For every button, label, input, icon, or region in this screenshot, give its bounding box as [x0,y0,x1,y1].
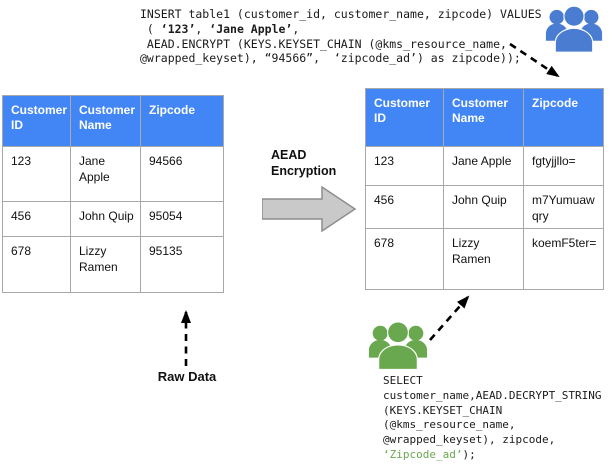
select-sql-line-4: (@kms_resource_name, [383,418,602,433]
sql-text: SELECT [383,374,423,387]
insert-sql-line-1: INSERT table1 (customer_id, customer_nam… [140,7,542,22]
table-cell: 123 [2,146,71,202]
table-cell: 123 [365,146,444,186]
table-cell: Lizzy Ramen [443,228,524,290]
column-header: Customer Name [70,95,141,147]
insert-sql-code: INSERT table1 (customer_id, customer_nam… [140,7,542,66]
users-glyph-blue [545,5,603,53]
insert-sql-line-4: @wrapped_keyset), “94566”, ‘zipcode_ad’)… [140,51,542,66]
raw-data-label: Raw Data [157,369,217,384]
column-header: Zipcode [140,95,224,147]
table-cell: Jane Apple [443,146,524,186]
sql-text: , [195,21,210,36]
insert-sql-line-3: AEAD.ENCRYPT (KEYS.KEYSET_CHAIN (@kms_re… [140,37,542,52]
sql-text: customer_name,AEAD.DECRYPT_STRING [383,388,602,402]
table-cell: 678 [365,228,444,290]
sql-literal-customer-id: ‘123’ [160,21,196,36]
table-cell: 95135 [140,236,224,293]
table-cell: John Quip [443,185,524,229]
table-header-row: Customer ID Customer Name Zipcode [365,88,604,147]
sql-text: INSERT table1 (customer_id, customer_nam… [140,7,542,21]
table-row: 123 Jane Apple fgtyjjllo= [365,146,604,186]
users-group-icon [368,321,428,371]
dashed-arrow-select-to-table [429,295,470,341]
sql-literal-zipcode-ad: ‘Zipcode_ad’ [383,447,463,461]
table-cell: John Quip [70,201,141,237]
table-row: 678 Lizzy Ramen 95135 [2,236,224,293]
table-cell: 94566 [140,146,224,202]
column-header: Customer ID [2,95,71,147]
table-cell: Jane Apple [70,146,141,202]
table-row: 123 Jane Apple 94566 [2,146,224,202]
table-cell: fgtyjjllo= [523,146,604,186]
table-cell: Lizzy Ramen [70,236,141,293]
table-cell: 678 [2,236,71,293]
table-header-row: Customer ID Customer Name Zipcode [2,95,224,147]
select-sql-line-5: @wrapped_keyset), zipcode, [383,433,602,448]
dashed-arrow-insert-to-encrypted-table [509,42,560,78]
sql-text: @wrapped_keyset), “94566”, ‘zipcode_ad’)… [140,51,521,66]
column-header: Customer Name [443,88,524,147]
column-header: Zipcode [523,88,604,147]
table-row: 456 John Quip m7Yumuawqry [365,185,604,229]
encrypted-data-table: Customer ID Customer Name Zipcode 123 Ja… [365,88,604,290]
sql-text: AEAD.ENCRYPT (KEYS.KEYSET_CHAIN (@kms_re… [140,36,507,51]
select-sql-line-6: ‘Zipcode_ad’); [383,448,602,463]
raw-data-table: Customer ID Customer Name Zipcode 123 Ja… [2,95,224,293]
select-sql-line-3: (KEYS.KEYSET_CHAIN [383,404,602,419]
sql-text: @wrapped_keyset), zipcode, [383,433,556,447]
table-row: 456 John Quip 95054 [2,201,224,237]
table-cell: m7Yumuawqry [523,185,604,229]
users-group-icon [545,5,603,53]
table-row: 678 Lizzy Ramen koemF5ter= [365,228,604,290]
users-glyph-green [368,321,428,371]
sql-literal-customer-name: ‘Jane Apple’ [209,21,293,36]
select-sql-code: SELECT customer_name,AEAD.DECRYPT_STRING… [383,374,602,463]
sql-text: ( [140,21,161,36]
select-sql-line-1: SELECT [383,374,602,389]
table-cell: 456 [2,201,71,237]
aead-encryption-label: AEAD Encryption [271,148,337,178]
table-cell: koemF5ter= [523,228,604,290]
raw-data-arrow [181,310,191,366]
sql-text: (KEYS.KEYSET_CHAIN [383,403,503,417]
insert-sql-line-2: ( ‘123’, ‘Jane Apple’, [140,22,542,37]
select-sql-line-2: customer_name,AEAD.DECRYPT_STRING [383,389,602,404]
table-cell: 95054 [140,201,224,237]
column-header: Customer ID [365,88,444,147]
table-cell: 456 [365,185,444,229]
sql-text: ); [462,447,476,461]
encryption-arrow-icon [262,186,357,232]
sql-text: , [292,21,300,36]
sql-text: (@kms_resource_name, [383,418,516,432]
